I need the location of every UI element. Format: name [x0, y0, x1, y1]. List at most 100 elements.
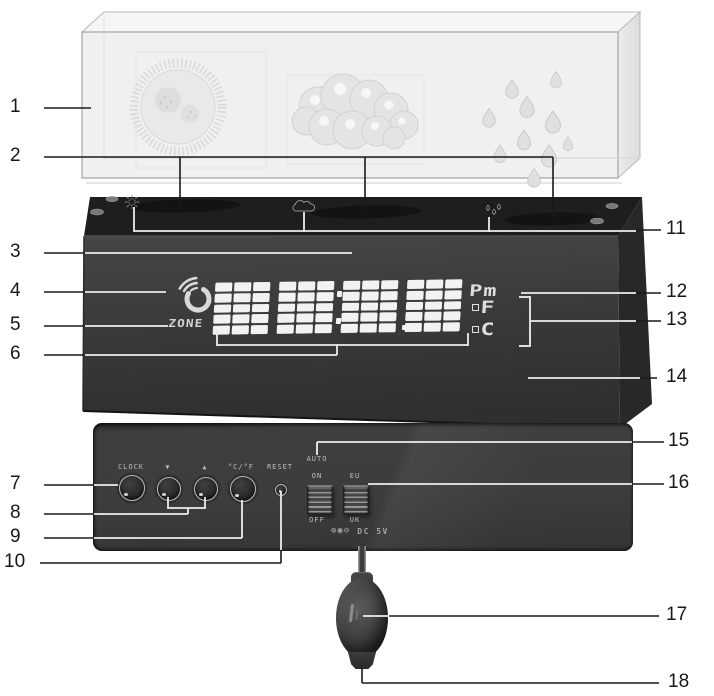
lcd-cell [425, 290, 443, 300]
lcd-cell [250, 325, 269, 335]
dc-5v-label: DC 5V [357, 526, 389, 536]
lcd-cell [342, 291, 360, 301]
lcd-cell [316, 291, 334, 301]
lcd-cell [251, 303, 270, 313]
lcd-cell [361, 291, 379, 301]
lcd-cell [443, 311, 461, 321]
clock-button-label: CLOCK [117, 463, 145, 471]
callout-10: 10 [4, 551, 26, 572]
eu-label: EU [349, 472, 361, 480]
lcd-cell [251, 314, 269, 324]
lcd-cell [425, 279, 444, 289]
reset-button [275, 484, 287, 496]
lcd-cell [380, 290, 398, 300]
decimal-dot [401, 325, 408, 330]
lcd-cell [406, 279, 425, 289]
lcd-digit-block [340, 280, 399, 333]
callout-11: 11 [666, 218, 686, 239]
lcd-cell [405, 301, 424, 311]
lcd-cell [404, 323, 423, 333]
callout-16: 16 [668, 472, 690, 493]
lcd-cell [252, 281, 271, 291]
callout-1: 1 [10, 96, 21, 117]
plug-neck [351, 572, 373, 583]
off-label: OFF [309, 516, 325, 524]
callout-8: 8 [10, 502, 21, 523]
power-marking: ⊕◉⊖ DC 5V [331, 526, 389, 536]
on-label: ON [311, 472, 323, 480]
lcd-cell [214, 282, 233, 292]
callout-3: 3 [10, 241, 21, 262]
callout-5: 5 [10, 314, 21, 335]
lcd-cell [232, 303, 251, 313]
auto-label: AUTO [306, 455, 328, 463]
lcd-cell [378, 323, 397, 333]
lcd-cell [231, 325, 250, 335]
down-arrow-label: ▼ [165, 463, 171, 471]
cloud-etched-icon [291, 73, 419, 150]
unit-bracket [519, 296, 531, 347]
lcd-cell [405, 312, 423, 322]
lcd-cell [277, 313, 295, 324]
lcd-cell [296, 302, 315, 312]
colon-dot [335, 318, 342, 324]
lcd-cell [252, 292, 270, 302]
uk-label: UK [349, 516, 361, 524]
control-panel: CLOCK ▼ ▲ °C/°F RESET AUTO ON OFF EU UK … [93, 423, 633, 551]
degree-mark [472, 326, 479, 333]
sun-etched-icon [129, 58, 227, 156]
lcd-cell [360, 302, 379, 312]
lcd-cell [232, 314, 250, 324]
lcd-cell [233, 293, 251, 303]
reset-button-label: RESET [266, 463, 294, 471]
lcd-cell [361, 280, 380, 290]
up-button [194, 477, 218, 501]
callout-12: 12 [666, 281, 688, 302]
lcd-cell [278, 292, 296, 302]
callout-15: 15 [668, 430, 690, 451]
cf-button-label: °C/°F [227, 463, 255, 471]
callout-9: 9 [10, 526, 21, 547]
lcd-cell [213, 304, 232, 314]
lcd-cell [360, 312, 378, 322]
lcd-cell [297, 281, 316, 291]
callout-6: 6 [10, 343, 21, 364]
lcd-cell [341, 313, 359, 323]
lcd-cell [444, 290, 462, 300]
radio-signal-icon [178, 276, 212, 313]
degree-f-indicator: F [472, 298, 495, 318]
power-cable [358, 546, 366, 578]
callout-14: 14 [666, 366, 688, 387]
lcd-cell [443, 300, 462, 310]
lcd-cell [379, 312, 397, 322]
lcd-cell [379, 301, 398, 311]
callout-7: 7 [10, 473, 21, 494]
lcd-cell [314, 324, 333, 334]
dc-plug-body [336, 578, 388, 658]
polarity-icon: ⊕◉⊖ [331, 526, 351, 536]
lcd-cell [278, 281, 297, 291]
callout-4: 4 [10, 280, 21, 301]
lcd-digit-row [212, 279, 463, 335]
unit-c-letter: C [479, 320, 495, 340]
down-button [157, 477, 181, 501]
eu-uk-switch [343, 485, 369, 515]
callout-17: 17 [666, 604, 688, 625]
lcd-cell [359, 323, 378, 333]
lcd-cell [316, 281, 335, 291]
auto-on-off-switch [307, 485, 333, 515]
lcd-cell [380, 280, 399, 290]
lcd-cell [277, 303, 296, 313]
up-arrow-label: ▲ [202, 463, 208, 471]
lcd-cell [315, 313, 333, 323]
lcd-digit-block [404, 279, 463, 333]
lcd-digit-block [276, 281, 335, 334]
lcd-cell [340, 323, 359, 333]
degree-c-indicator: C [472, 320, 495, 340]
lcd-cell [423, 322, 442, 332]
lcd-cell [296, 313, 314, 323]
clock-button [119, 475, 145, 501]
unit-f-letter: F [479, 298, 495, 318]
lcd-cell [295, 324, 314, 334]
